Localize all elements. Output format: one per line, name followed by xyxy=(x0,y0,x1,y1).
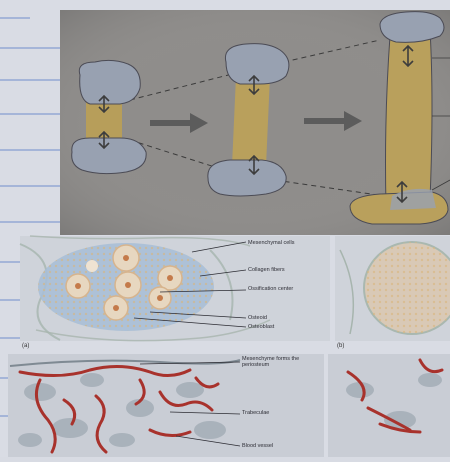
label-mesenchymal-cells: Mesenchymal cells xyxy=(248,240,298,246)
histology-panel-d xyxy=(328,354,450,457)
label-blood-vessel: Blood vessel xyxy=(242,443,273,449)
panel-label-a: (a) xyxy=(22,343,29,349)
label-trabeculae: Trabeculae xyxy=(242,410,269,416)
label-osteoblast: Osteoblast xyxy=(248,324,274,330)
label-collagen-fibers: Collagen fibers xyxy=(248,267,298,273)
label-mesenchyme-periosteum: Mesenchyme forms the periosteum xyxy=(242,356,302,368)
label-osteoid: Osteoid xyxy=(248,315,267,321)
label-ossification-center: Ossification center xyxy=(248,286,298,292)
panel-label-b: (b) xyxy=(337,343,344,349)
